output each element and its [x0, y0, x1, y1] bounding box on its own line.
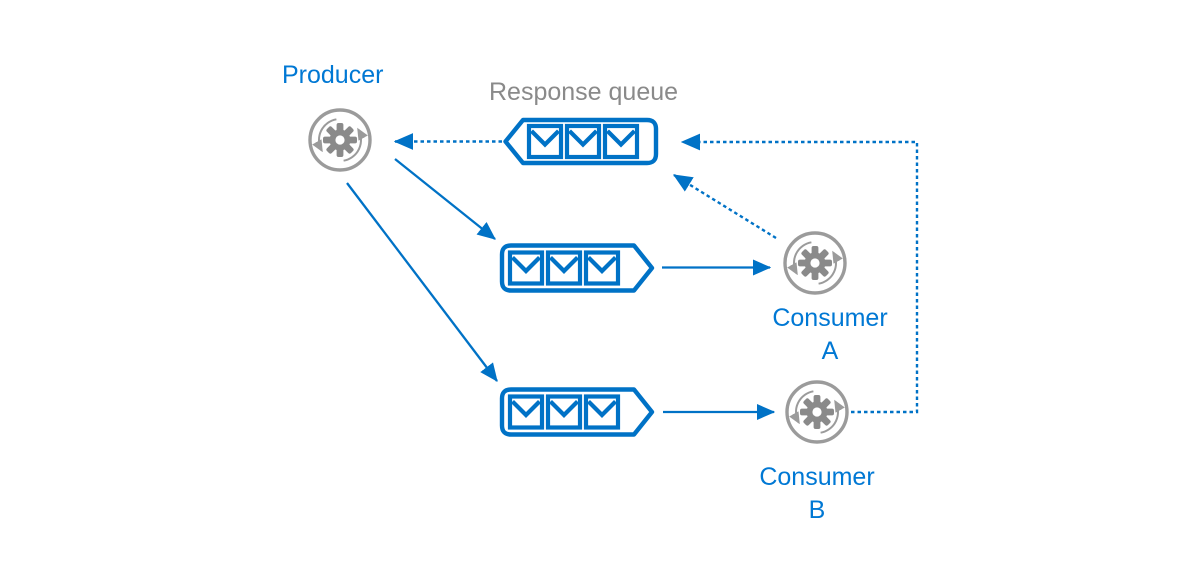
response-queue — [503, 117, 659, 166]
arrow-producer-to-queue-b — [346, 182, 498, 382]
consumer-b-label-line1: Consumer — [759, 463, 875, 491]
consumer-a-gear-icon — [785, 233, 845, 293]
envelope-icon — [510, 253, 542, 284]
arrow-consumer-a-to-response-queue — [672, 173, 777, 240]
envelope-icon — [586, 397, 618, 428]
consumer-a-label: Consumer A — [770, 302, 890, 368]
producer-gear-icon — [310, 110, 370, 170]
envelope-icon — [529, 126, 561, 157]
envelope-icon — [567, 126, 599, 157]
request-queue-a — [499, 243, 655, 293]
envelope-icon — [548, 253, 580, 284]
arrow-producer-to-queue-a — [394, 158, 496, 240]
envelope-icon — [510, 397, 542, 428]
request-queue-b — [499, 387, 655, 437]
envelope-icon — [586, 253, 618, 284]
envelope-icon — [605, 126, 637, 157]
consumer-b-label-line2: B — [808, 496, 826, 524]
consumer-a-label-line2: A — [821, 337, 839, 365]
producer-label: Producer — [282, 61, 384, 89]
arrow-consumer-b-to-response-queue — [680, 133, 919, 414]
consumer-b-label: Consumer B — [757, 461, 877, 527]
response-queue-label: Response queue — [489, 78, 679, 106]
envelope-icon — [548, 397, 580, 428]
consumer-a-label-line1: Consumer — [772, 304, 888, 332]
consumer-b-gear-icon — [787, 382, 847, 442]
